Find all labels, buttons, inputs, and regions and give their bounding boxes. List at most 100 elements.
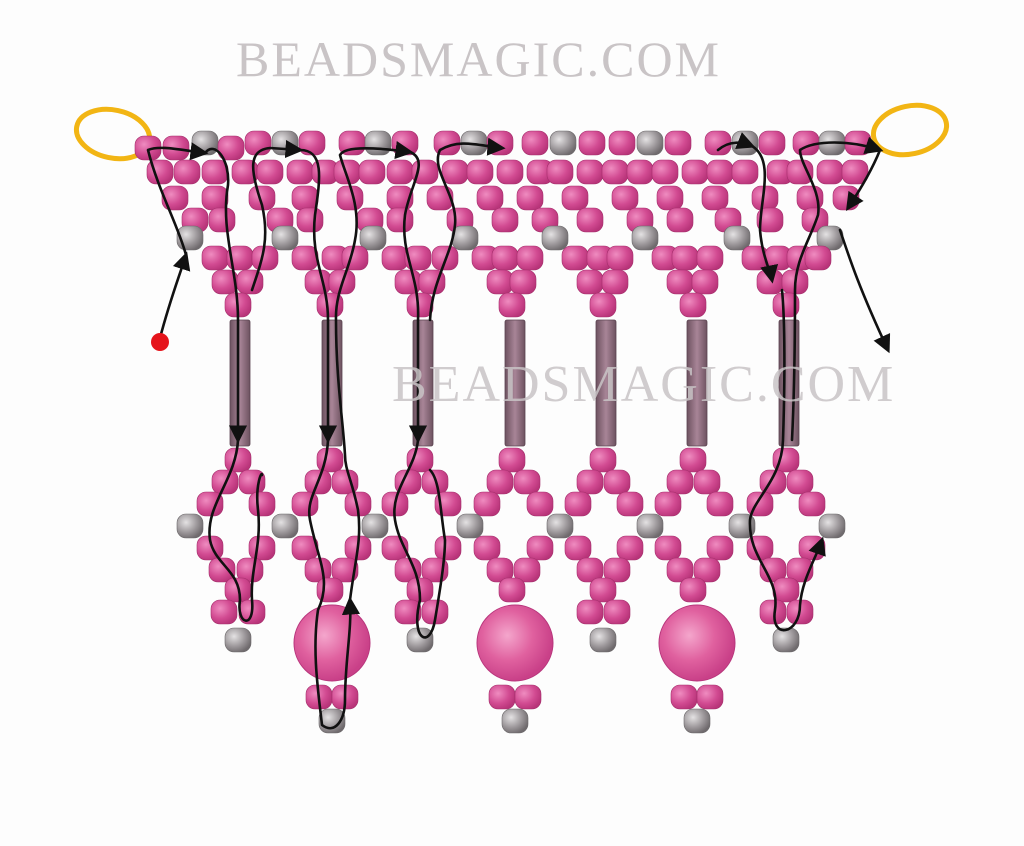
- pink-seed-bead: [666, 557, 694, 583]
- pink-seed-bead: [616, 491, 644, 517]
- thread-col-1-loop: [208, 438, 264, 622]
- pink-seed-bead: [804, 245, 832, 271]
- pink-seed-bead: [381, 245, 409, 271]
- pink-seed-bead: [196, 491, 224, 517]
- pink-seed-bead: [601, 269, 629, 295]
- pink-seed-bead: [434, 535, 462, 561]
- pink-seed-bead: [509, 269, 537, 295]
- pink-seed-bead: [491, 207, 519, 233]
- pink-seed-bead: [798, 491, 826, 517]
- gray-seed-bead: [541, 225, 569, 251]
- gray-seed-bead: [406, 627, 434, 653]
- thread-top-right-1: [716, 132, 756, 152]
- pink-seed-bead: [331, 557, 359, 583]
- pink-seed-bead: [706, 159, 734, 185]
- pink-seed-bead: [841, 159, 869, 185]
- pink-seed-bead: [671, 245, 699, 271]
- pink-seed-bead: [564, 535, 592, 561]
- pink-seed-bead: [576, 599, 604, 625]
- thread-col-2-round: [307, 438, 361, 730]
- pink-seed-bead: [606, 245, 634, 271]
- bugle-bead: [504, 319, 526, 447]
- pink-seed-bead: [664, 130, 692, 156]
- pink-seed-bead: [772, 292, 800, 318]
- thread-path-layer: [146, 132, 891, 730]
- thread-end: [838, 228, 891, 354]
- gray-seed-bead: [271, 513, 299, 539]
- pink-seed-bead: [758, 130, 786, 156]
- gray-seed-bead: [723, 225, 751, 251]
- jump-ring-right: [870, 102, 950, 158]
- pink-seed-bead: [693, 469, 721, 495]
- pink-seed-bead: [772, 447, 800, 473]
- bugle-bead: [686, 319, 708, 447]
- pink-seed-bead: [666, 469, 694, 495]
- pink-seed-bead: [786, 159, 814, 185]
- pink-seed-bead: [201, 159, 229, 185]
- pink-seed-bead: [291, 185, 319, 211]
- pink-seed-bead: [236, 557, 264, 583]
- gray-seed-bead: [818, 513, 846, 539]
- pink-seed-bead: [236, 269, 264, 295]
- pink-seed-bead: [426, 185, 454, 211]
- pink-seed-bead: [208, 207, 236, 233]
- pink-seed-bead: [224, 447, 252, 473]
- pink-seed-bead: [589, 292, 617, 318]
- pink-seed-bead: [616, 535, 644, 561]
- gray-seed-bead: [456, 513, 484, 539]
- bugle-bead: [595, 319, 617, 447]
- pink-seed-bead: [486, 557, 514, 583]
- pink-seed-bead: [406, 447, 434, 473]
- beads-layer: [134, 130, 872, 734]
- pink-seed-bead: [561, 245, 589, 271]
- gray-seed-bead: [364, 130, 392, 156]
- pink-seed-bead: [476, 185, 504, 211]
- gray-seed-bead: [451, 225, 479, 251]
- pink-seed-bead: [486, 269, 514, 295]
- pink-seed-bead: [759, 557, 787, 583]
- thread-top-4: [428, 137, 506, 322]
- thread-top-1: [146, 142, 209, 257]
- pink-seed-bead: [248, 491, 276, 517]
- pink-seed-bead: [666, 207, 694, 233]
- pink-seed-bead: [601, 159, 629, 185]
- pink-seed-bead: [173, 159, 201, 185]
- pink-seed-bead: [576, 269, 604, 295]
- pink-seed-bead: [491, 245, 519, 271]
- gray-seed-bead: [549, 130, 577, 156]
- thread-top-right-2: [790, 136, 884, 442]
- pink-seed-bead: [603, 469, 631, 495]
- pink-seed-bead: [406, 292, 434, 318]
- pink-seed-bead: [576, 557, 604, 583]
- pink-seed-bead: [513, 469, 541, 495]
- pink-seed-bead: [546, 159, 574, 185]
- pink-seed-bead: [496, 159, 524, 185]
- pink-seed-bead: [513, 557, 541, 583]
- gray-seed-bead: [271, 225, 299, 251]
- pink-seed-bead: [603, 557, 631, 583]
- pink-seed-bead: [286, 159, 314, 185]
- pink-seed-bead: [691, 269, 719, 295]
- pink-seed-bead: [759, 599, 787, 625]
- pink-seed-bead: [603, 599, 631, 625]
- pink-seed-bead: [386, 207, 414, 233]
- gray-seed-bead: [359, 225, 387, 251]
- pink-seed-bead: [394, 599, 422, 625]
- pink-seed-bead: [316, 447, 344, 473]
- pink-seed-bead: [526, 535, 554, 561]
- pink-seed-bead: [654, 535, 682, 561]
- gray-seed-bead: [361, 513, 389, 539]
- thread-col-2-down: [298, 148, 338, 444]
- pink-seed-bead: [772, 577, 800, 603]
- pink-seed-bead: [516, 185, 544, 211]
- pink-seed-bead: [611, 185, 639, 211]
- round-bead: [658, 604, 736, 682]
- pink-seed-bead: [161, 185, 189, 211]
- pink-seed-bead: [626, 159, 654, 185]
- thread-right-2: [845, 148, 882, 212]
- pink-seed-bead: [651, 159, 679, 185]
- gray-seed-bead: [501, 708, 529, 734]
- pink-seed-bead: [488, 684, 516, 710]
- pink-seed-bead: [608, 130, 636, 156]
